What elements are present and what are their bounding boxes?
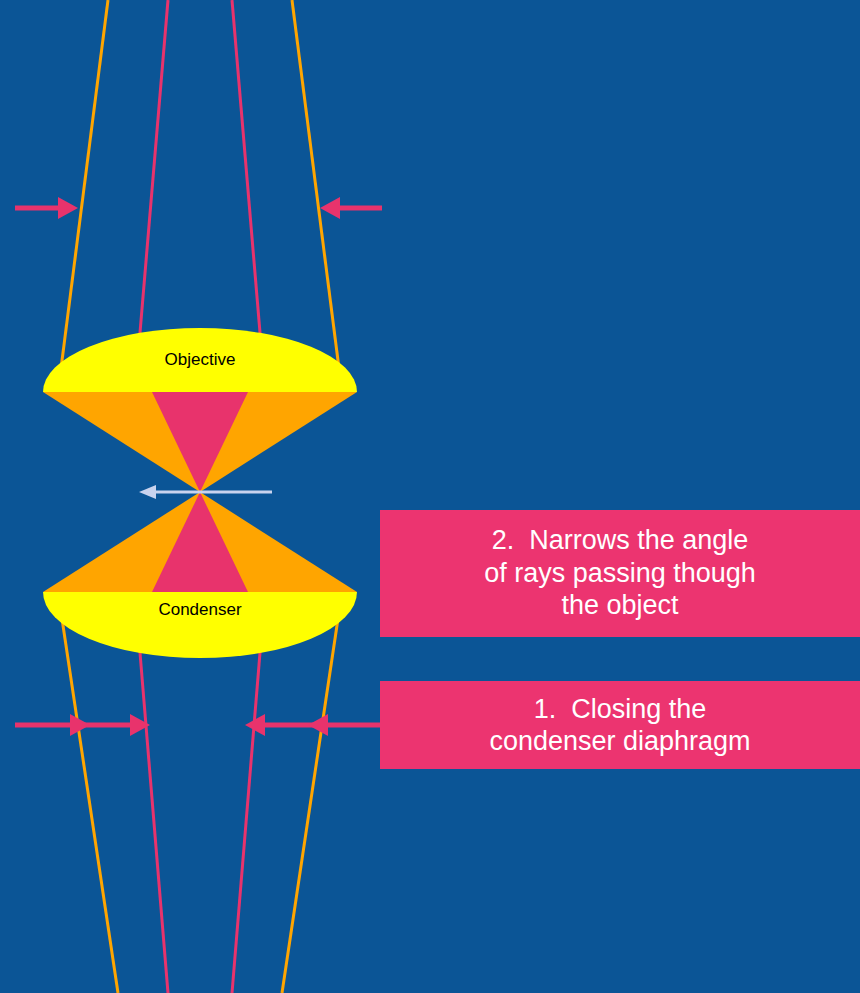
callout-text: 2. Narrows the angle of rays passing tho… bbox=[480, 524, 760, 621]
objective-lens: Objective bbox=[43, 328, 357, 392]
pink-cone bbox=[152, 392, 248, 492]
arrowhead bbox=[245, 714, 265, 736]
pointer-arrow bbox=[338, 206, 382, 211]
lens-label: Condenser bbox=[43, 600, 357, 620]
callout-box: 2. Narrows the angle of rays passing tho… bbox=[380, 510, 860, 637]
object-arrow bbox=[152, 491, 272, 494]
lens-fill bbox=[43, 592, 357, 658]
arrowhead bbox=[308, 714, 328, 736]
orange-cone bbox=[43, 492, 357, 592]
lens-label: Objective bbox=[43, 350, 357, 370]
callout-box: 1. Closing the condenser diaphragm bbox=[380, 681, 860, 770]
arrowhead bbox=[58, 197, 78, 219]
orange-ray bbox=[292, 0, 342, 392]
orange-ray bbox=[58, 592, 118, 993]
pointer-arrow bbox=[15, 206, 62, 211]
condenser-lens: Condenser bbox=[43, 592, 357, 658]
orange-ray bbox=[282, 592, 342, 993]
arrowhead bbox=[70, 714, 90, 736]
callout-text: 1. Closing the condenser diaphragm bbox=[480, 693, 760, 758]
arrowhead bbox=[320, 197, 340, 219]
arrowhead bbox=[130, 714, 150, 736]
orange-ray bbox=[58, 0, 108, 392]
pink-cone bbox=[152, 492, 248, 592]
object-arrowhead bbox=[139, 485, 156, 499]
lens-fill bbox=[43, 328, 357, 392]
orange-cone bbox=[43, 392, 357, 492]
